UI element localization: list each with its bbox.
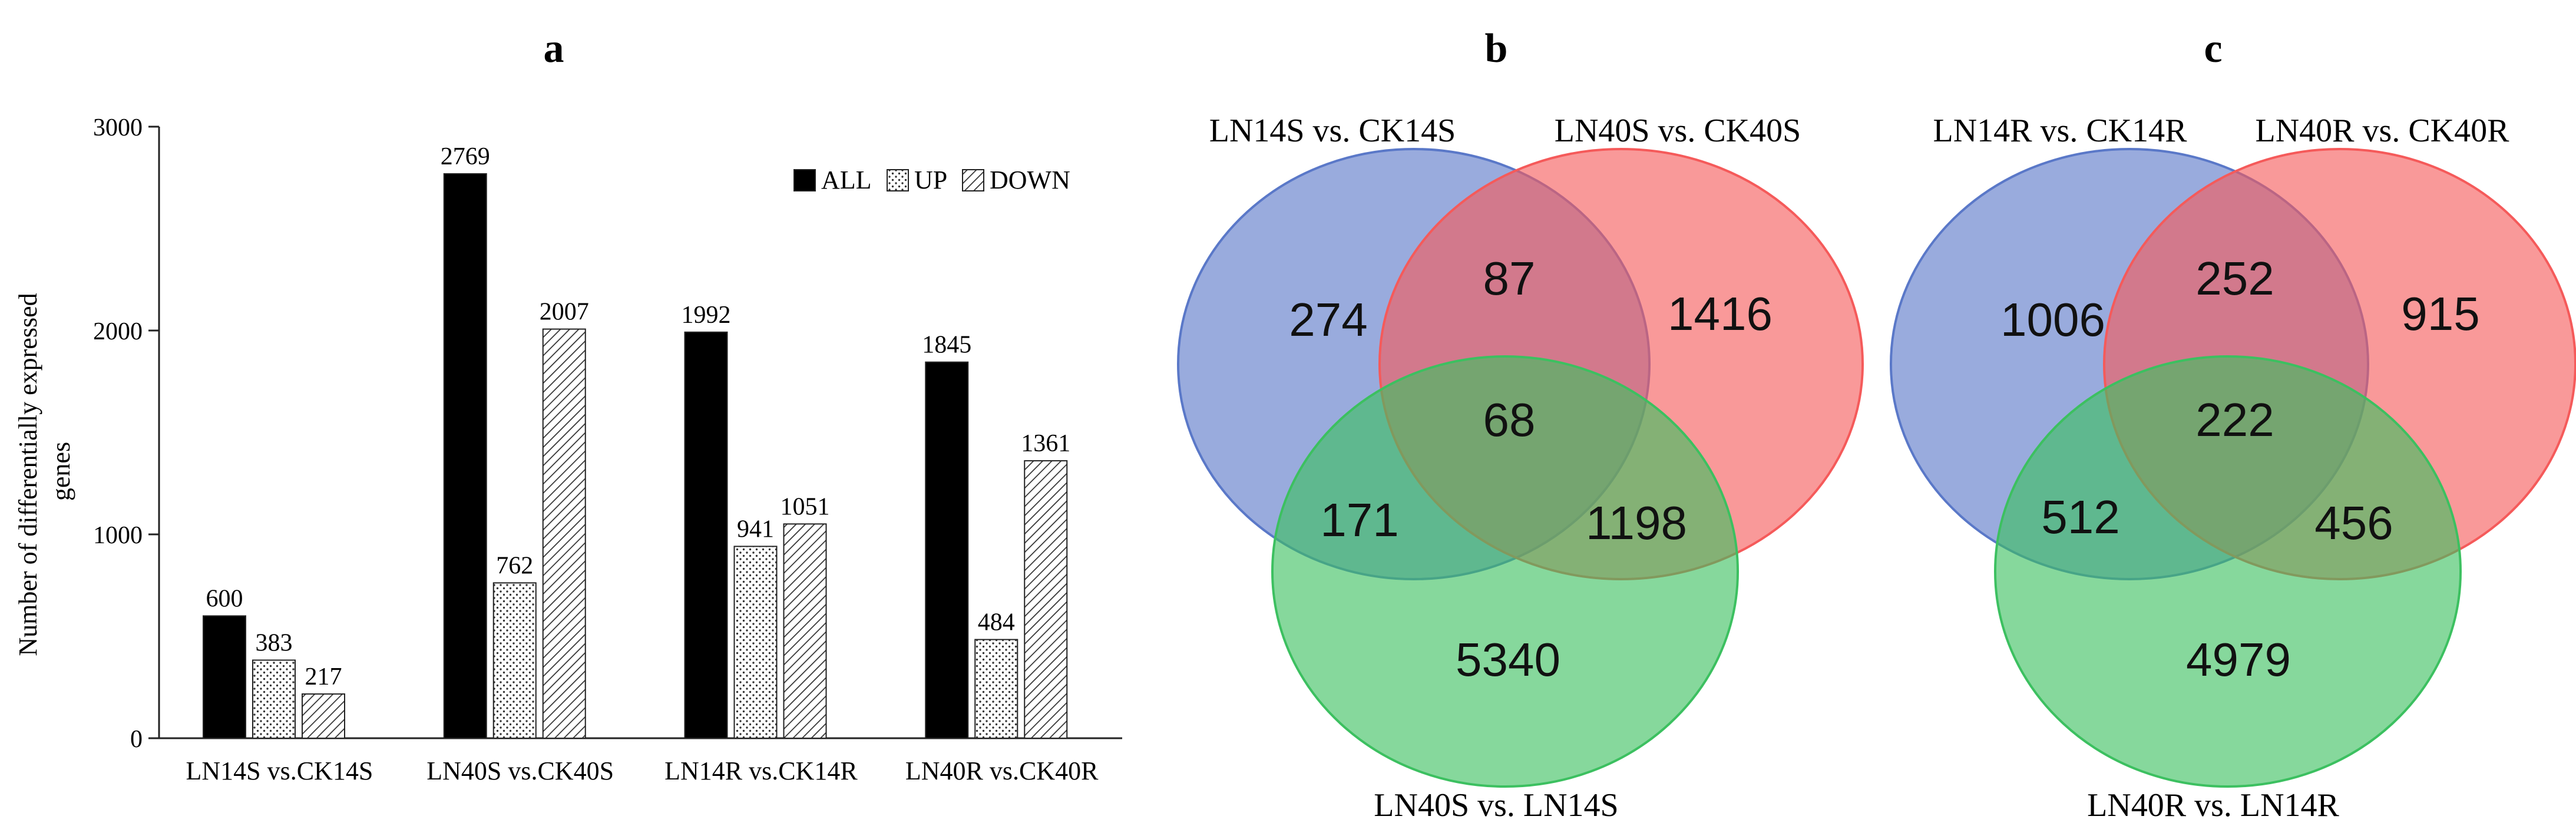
venn-region-1-3: 171 [1320, 494, 1398, 546]
bar-down [1024, 460, 1068, 739]
venn-set-label-3: LN40R vs. LN14R [2087, 787, 2339, 824]
venn-set-label-2: LN40S vs. CK40S [1555, 113, 1801, 149]
bar-data-label: 941 [737, 516, 774, 543]
x-tick-label: LN14S vs.CK14S [186, 756, 373, 785]
bar-data-label: 600 [206, 585, 243, 612]
y-axis-label-line-2: genes [47, 442, 75, 501]
bar-data-label: 1051 [781, 493, 830, 520]
venn-region-only-3: 5340 [1456, 633, 1560, 686]
venn-set-3 [1271, 355, 1739, 788]
bar-up [733, 546, 778, 739]
y-axis-label-line-1: Number of differentially expressed [14, 293, 42, 656]
venn-region-1-2-3: 68 [1483, 394, 1536, 446]
legend-swatch-all [793, 169, 816, 191]
bar-up [252, 659, 296, 739]
y-tick-label: 2000 [93, 318, 143, 345]
bar-chart-panel: a Number of differentially expressed gen… [14, 26, 1122, 785]
bar-data-label: 484 [978, 609, 1015, 636]
venn-region-1-2: 252 [2195, 252, 2274, 305]
venn-set-label-1: LN14R vs. CK14R [1933, 113, 2188, 149]
y-tick-label: 1000 [93, 522, 143, 549]
panel-letter-a: a [544, 26, 564, 71]
panel-letter-c: c [2204, 26, 2222, 71]
bar-up [974, 639, 1019, 739]
venn-region-only-3: 4979 [2186, 633, 2291, 686]
venn-region-2-3: 1198 [1586, 497, 1687, 549]
bar-data-label: 1361 [1021, 430, 1070, 457]
bar-data-label: 762 [496, 552, 533, 579]
legend-label-all: ALL [821, 166, 872, 194]
x-tick-label: LN40R vs.CK40R [905, 756, 1099, 785]
legend-swatch-up [887, 169, 909, 191]
bar-data-label: 217 [305, 663, 342, 690]
venn-region-only-1: 1006 [2000, 293, 2105, 346]
bar-all [443, 173, 487, 739]
bar-data-label: 1845 [922, 332, 971, 359]
venn-set-label-2: LN40R vs. CK40R [2256, 113, 2510, 149]
bar-all [203, 615, 246, 739]
venn-region-2-3: 456 [2314, 497, 2393, 549]
venn-region-only-2: 1416 [1668, 288, 1773, 340]
bars: 600 383 217 2769 762 2007 1992 941 1051 1845 484 13… [203, 143, 1070, 739]
venn-region-only-2: 915 [2401, 288, 2479, 340]
y-tick-label: 3000 [93, 114, 143, 141]
bar-data-label: 383 [256, 629, 293, 656]
bar-all [684, 331, 728, 739]
venn-region-1-2: 87 [1483, 252, 1536, 305]
bar-down [783, 523, 827, 739]
bar-up [492, 582, 537, 739]
venn-set-label-1: LN14S vs. CK14S [1209, 113, 1456, 149]
venn-region-1-2-3: 222 [2195, 394, 2274, 446]
legend: ALL UP DOWN [793, 166, 1070, 194]
legend-label-up: UP [914, 166, 947, 194]
venn-panel-b: b LN14S vs. CK14S LN40S vs. CK40S LN40S vs… [1177, 26, 1864, 824]
legend-label-down: DOWN [990, 166, 1070, 194]
panel-letter-b: b [1485, 26, 1508, 71]
legend-swatch-down [962, 169, 984, 191]
venn-panel-c: c LN14R vs. CK14R LN40R vs. CK40R LN40R vs… [1890, 26, 2576, 824]
venn-region-1-3: 512 [2041, 491, 2119, 543]
bar-data-label: 2007 [540, 299, 589, 326]
x-tick-labels: LN14S vs.CK14S LN40S vs.CK40S LN14R vs.CK1… [186, 756, 1099, 785]
bar-down [542, 328, 586, 739]
bar-data-label: 1992 [682, 302, 731, 329]
bar-data-label: 2769 [441, 143, 490, 170]
x-tick-label: LN14R vs.CK14R [664, 756, 858, 785]
venn-set-3 [1994, 355, 2462, 788]
bar-all [925, 361, 969, 739]
x-tick-label: LN40S vs.CK40S [426, 756, 614, 785]
y-tick-label: 0 [130, 726, 143, 753]
y-axis-label: Number of differentially expressed genes [14, 286, 75, 656]
venn-region-only-1: 274 [1289, 293, 1367, 346]
venn-set-label-3: LN40S vs. LN14S [1374, 787, 1618, 824]
bar-down [302, 693, 345, 739]
y-ticks: 0 1000 2000 3000 [93, 114, 159, 753]
